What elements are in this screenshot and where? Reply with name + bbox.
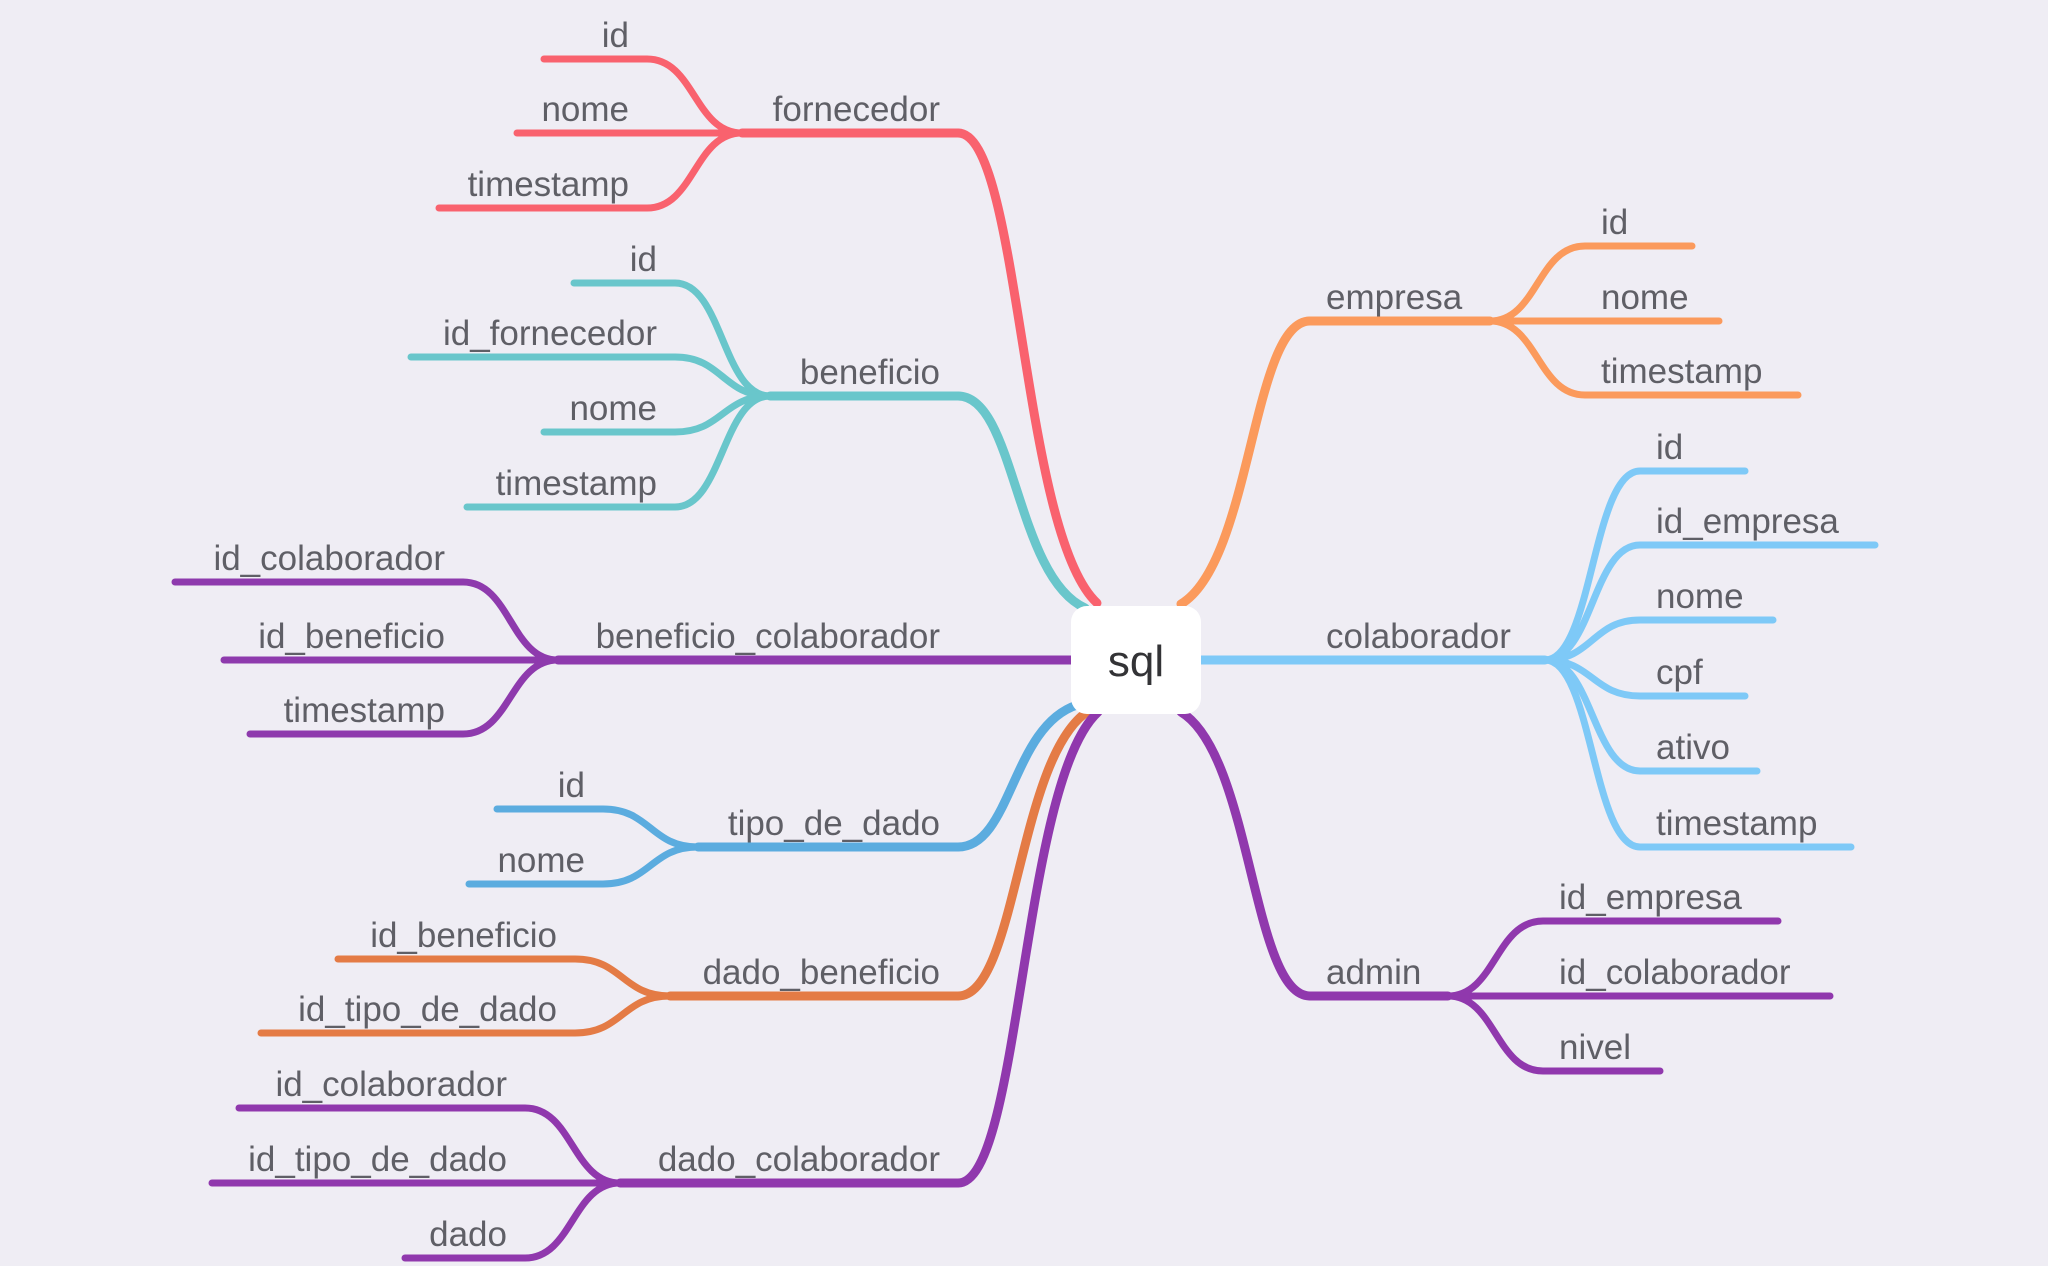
field-edge-tipo_de_dado-1 <box>465 843 702 888</box>
table-label-colaborador[interactable]: colaborador <box>1326 617 1511 656</box>
root-node-label: sql <box>1108 637 1164 686</box>
field-label-admin-1[interactable]: id_colaborador <box>1559 953 1791 992</box>
table-label-beneficio[interactable]: beneficio <box>800 353 940 392</box>
branch-edge-dado_beneficio <box>953 705 1095 1001</box>
table-label-dado_colaborador[interactable]: dado_colaborador <box>658 1140 941 1179</box>
table-label-admin[interactable]: admin <box>1326 953 1421 992</box>
field-label-colaborador-0[interactable]: id <box>1656 428 1683 467</box>
table-label-fornecedor[interactable]: fornecedor <box>773 90 941 129</box>
field-label-empresa-0[interactable]: id <box>1601 203 1628 242</box>
field-label-beneficio_colaborador-2[interactable]: timestamp <box>284 691 445 730</box>
field-label-beneficio_colaborador-0[interactable]: id_colaborador <box>213 539 445 578</box>
field-label-fornecedor-0[interactable]: id <box>602 16 629 55</box>
field-label-beneficio_colaborador-1[interactable]: id_beneficio <box>258 617 445 656</box>
field-edge-empresa-2 <box>1486 317 1802 399</box>
branch-edge-dado_colaborador <box>953 707 1103 1188</box>
field-edge-admin-2 <box>1444 992 1664 1075</box>
branch-edge-beneficio <box>953 391 1090 613</box>
field-label-fornecedor-1[interactable]: nome <box>541 90 629 129</box>
field-edge-beneficio_colaborador-0 <box>171 578 562 664</box>
field-label-beneficio-3[interactable]: timestamp <box>496 464 657 503</box>
branch-edge-tipo_de_dado <box>953 700 1082 852</box>
edges-layer <box>171 55 1879 1262</box>
field-label-admin-0[interactable]: id_empresa <box>1559 878 1742 917</box>
branch-edge-empresa <box>1176 316 1315 609</box>
field-label-empresa-2[interactable]: timestamp <box>1601 352 1762 391</box>
field-label-beneficio-0[interactable]: id <box>630 240 657 279</box>
field-label-fornecedor-2[interactable]: timestamp <box>468 165 629 204</box>
field-label-colaborador-5[interactable]: timestamp <box>1656 804 1817 843</box>
field-edge-dado_colaborador-2 <box>401 1179 624 1262</box>
field-label-beneficio-1[interactable]: id_fornecedor <box>443 314 657 353</box>
field-edge-beneficio-3 <box>463 392 774 511</box>
field-edge-dado_colaborador-0 <box>235 1104 624 1187</box>
field-edge-dado_beneficio-1 <box>257 992 674 1037</box>
field-edge-colaborador-0 <box>1541 467 1749 664</box>
field-label-admin-2[interactable]: nivel <box>1559 1028 1631 1067</box>
field-label-dado_beneficio-1[interactable]: id_tipo_de_dado <box>298 990 557 1029</box>
table-label-tipo_de_dado[interactable]: tipo_de_dado <box>728 804 940 843</box>
field-edge-fornecedor-0 <box>540 55 746 137</box>
field-label-dado_beneficio-0[interactable]: id_beneficio <box>370 916 557 955</box>
field-label-beneficio-2[interactable]: nome <box>569 389 657 428</box>
table-label-beneficio_colaborador[interactable]: beneficio_colaborador <box>596 617 941 656</box>
field-label-tipo_de_dado-0[interactable]: id <box>558 766 585 805</box>
field-edge-beneficio_colaborador-2 <box>246 656 562 738</box>
field-label-colaborador-3[interactable]: cpf <box>1656 653 1703 692</box>
root-node[interactable]: sql <box>1071 606 1201 714</box>
field-edge-fornecedor-2 <box>435 129 746 212</box>
root-node-box <box>1071 606 1201 714</box>
field-edge-admin-0 <box>1444 917 1782 1000</box>
branch-edge-fornecedor <box>953 128 1102 608</box>
table-label-empresa[interactable]: empresa <box>1326 278 1463 317</box>
field-label-colaborador-4[interactable]: ativo <box>1656 728 1730 767</box>
field-edge-colaborador-5 <box>1541 656 1855 851</box>
field-label-tipo_de_dado-1[interactable]: nome <box>497 841 585 880</box>
field-edge-empresa-0 <box>1486 242 1696 325</box>
field-label-dado_colaborador-1[interactable]: id_tipo_de_dado <box>248 1140 507 1179</box>
nodes-layer: fornecedor id nome timestamp beneficio id id_f… <box>213 16 1839 1254</box>
field-label-colaborador-1[interactable]: id_empresa <box>1656 502 1839 541</box>
table-label-dado_beneficio[interactable]: dado_beneficio <box>703 953 940 992</box>
field-label-colaborador-2[interactable]: nome <box>1656 577 1744 616</box>
field-label-dado_colaborador-0[interactable]: id_colaborador <box>275 1065 507 1104</box>
branch-edge-admin <box>1176 707 1315 1001</box>
field-label-dado_colaborador-2[interactable]: dado <box>429 1215 507 1254</box>
field-label-empresa-1[interactable]: nome <box>1601 278 1689 317</box>
